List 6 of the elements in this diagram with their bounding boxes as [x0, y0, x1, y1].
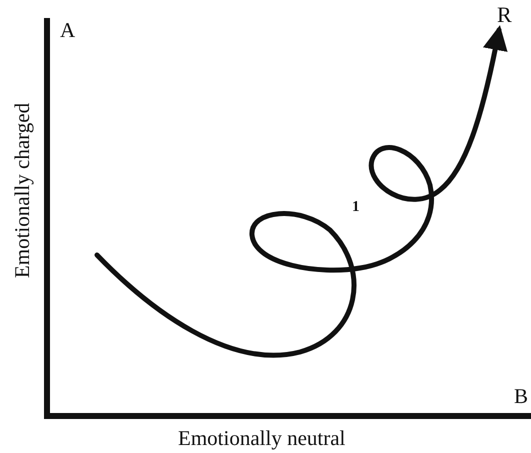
axis-end-label: B: [514, 386, 528, 407]
axis-title: Emotionally neutral: [178, 428, 346, 449]
axis-title: Emotionally charged: [12, 102, 33, 278]
axis-end-label: A: [60, 20, 76, 41]
point-label: R: [497, 4, 512, 26]
callout-number: 1: [352, 200, 360, 215]
